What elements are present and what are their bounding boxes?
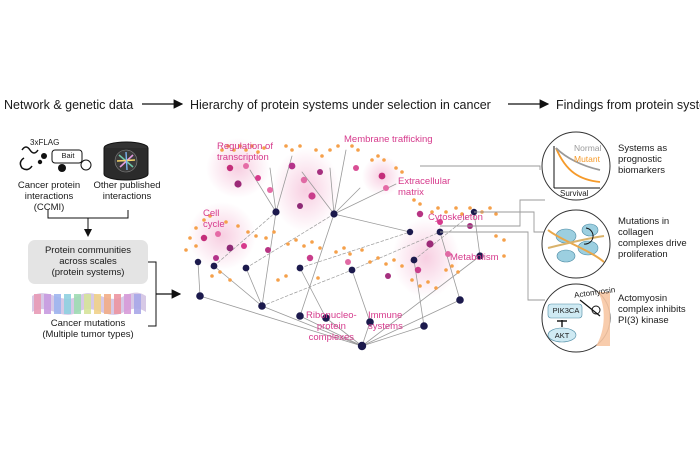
label-cell-cycle: Cell cycle [203,208,225,230]
header-hierarchy: Hierarchy of protein systems under selec… [190,98,491,112]
header-findings: Findings from protein systems [556,98,700,112]
legend-normal: Normal [574,143,602,153]
label-metabolism: Metabolism [450,252,499,263]
flag-bait-icon [19,146,92,172]
mutations-ribbon-icon [32,292,146,315]
finding-prognostic-biomarkers: Systems as prognostic biomarkers [618,143,668,176]
bait-label: Bait [61,151,75,160]
collagen-cells-icon [541,209,611,279]
findings-connectors [420,165,545,301]
communities-label: Protein communities across scales (prote… [44,245,132,278]
label-ribonucleoprotein-complexes: Ribonucleo- protein complexes [306,310,357,343]
communities-box [28,240,148,284]
label-immune-systems: Immune systems [368,310,403,332]
pik3ca-label: PIK3CA [552,306,580,315]
hierarchy-network [184,138,506,351]
finding-actomyosin-pi3k: Actomyosin complex inhibits PI(3) kinase [618,293,686,326]
published-label: Other published interactions [93,180,161,202]
survival-axis-label: Survival [560,189,589,198]
mutations-label: Cancer mutations (Multiple tumor types) [42,318,134,340]
flag-tag-label: 3xFLAG [30,138,60,147]
header-network-genetic-data: Network & genetic data [4,98,134,112]
akt-label: AKT [554,331,570,340]
label-regulation-of-transcription: Regulation of transcription [217,141,273,163]
label-cytoskeleton: Cytoskeleton [428,212,483,223]
survival-plot-icon [541,131,611,201]
label-membrane-trafficking: Membrane trafficking [344,134,433,145]
ccmi-label: Cancer protein interactions (CCMI) [17,180,81,213]
actomyosin-pathway-icon [541,283,611,353]
label-extracellular-matrix: Extracellular matrix [398,176,451,198]
finding-collagen-proliferation: Mutations in collagen complexes drive pr… [618,216,687,260]
legend-mutant: Mutant [574,154,600,164]
published-database-icon [103,141,149,181]
